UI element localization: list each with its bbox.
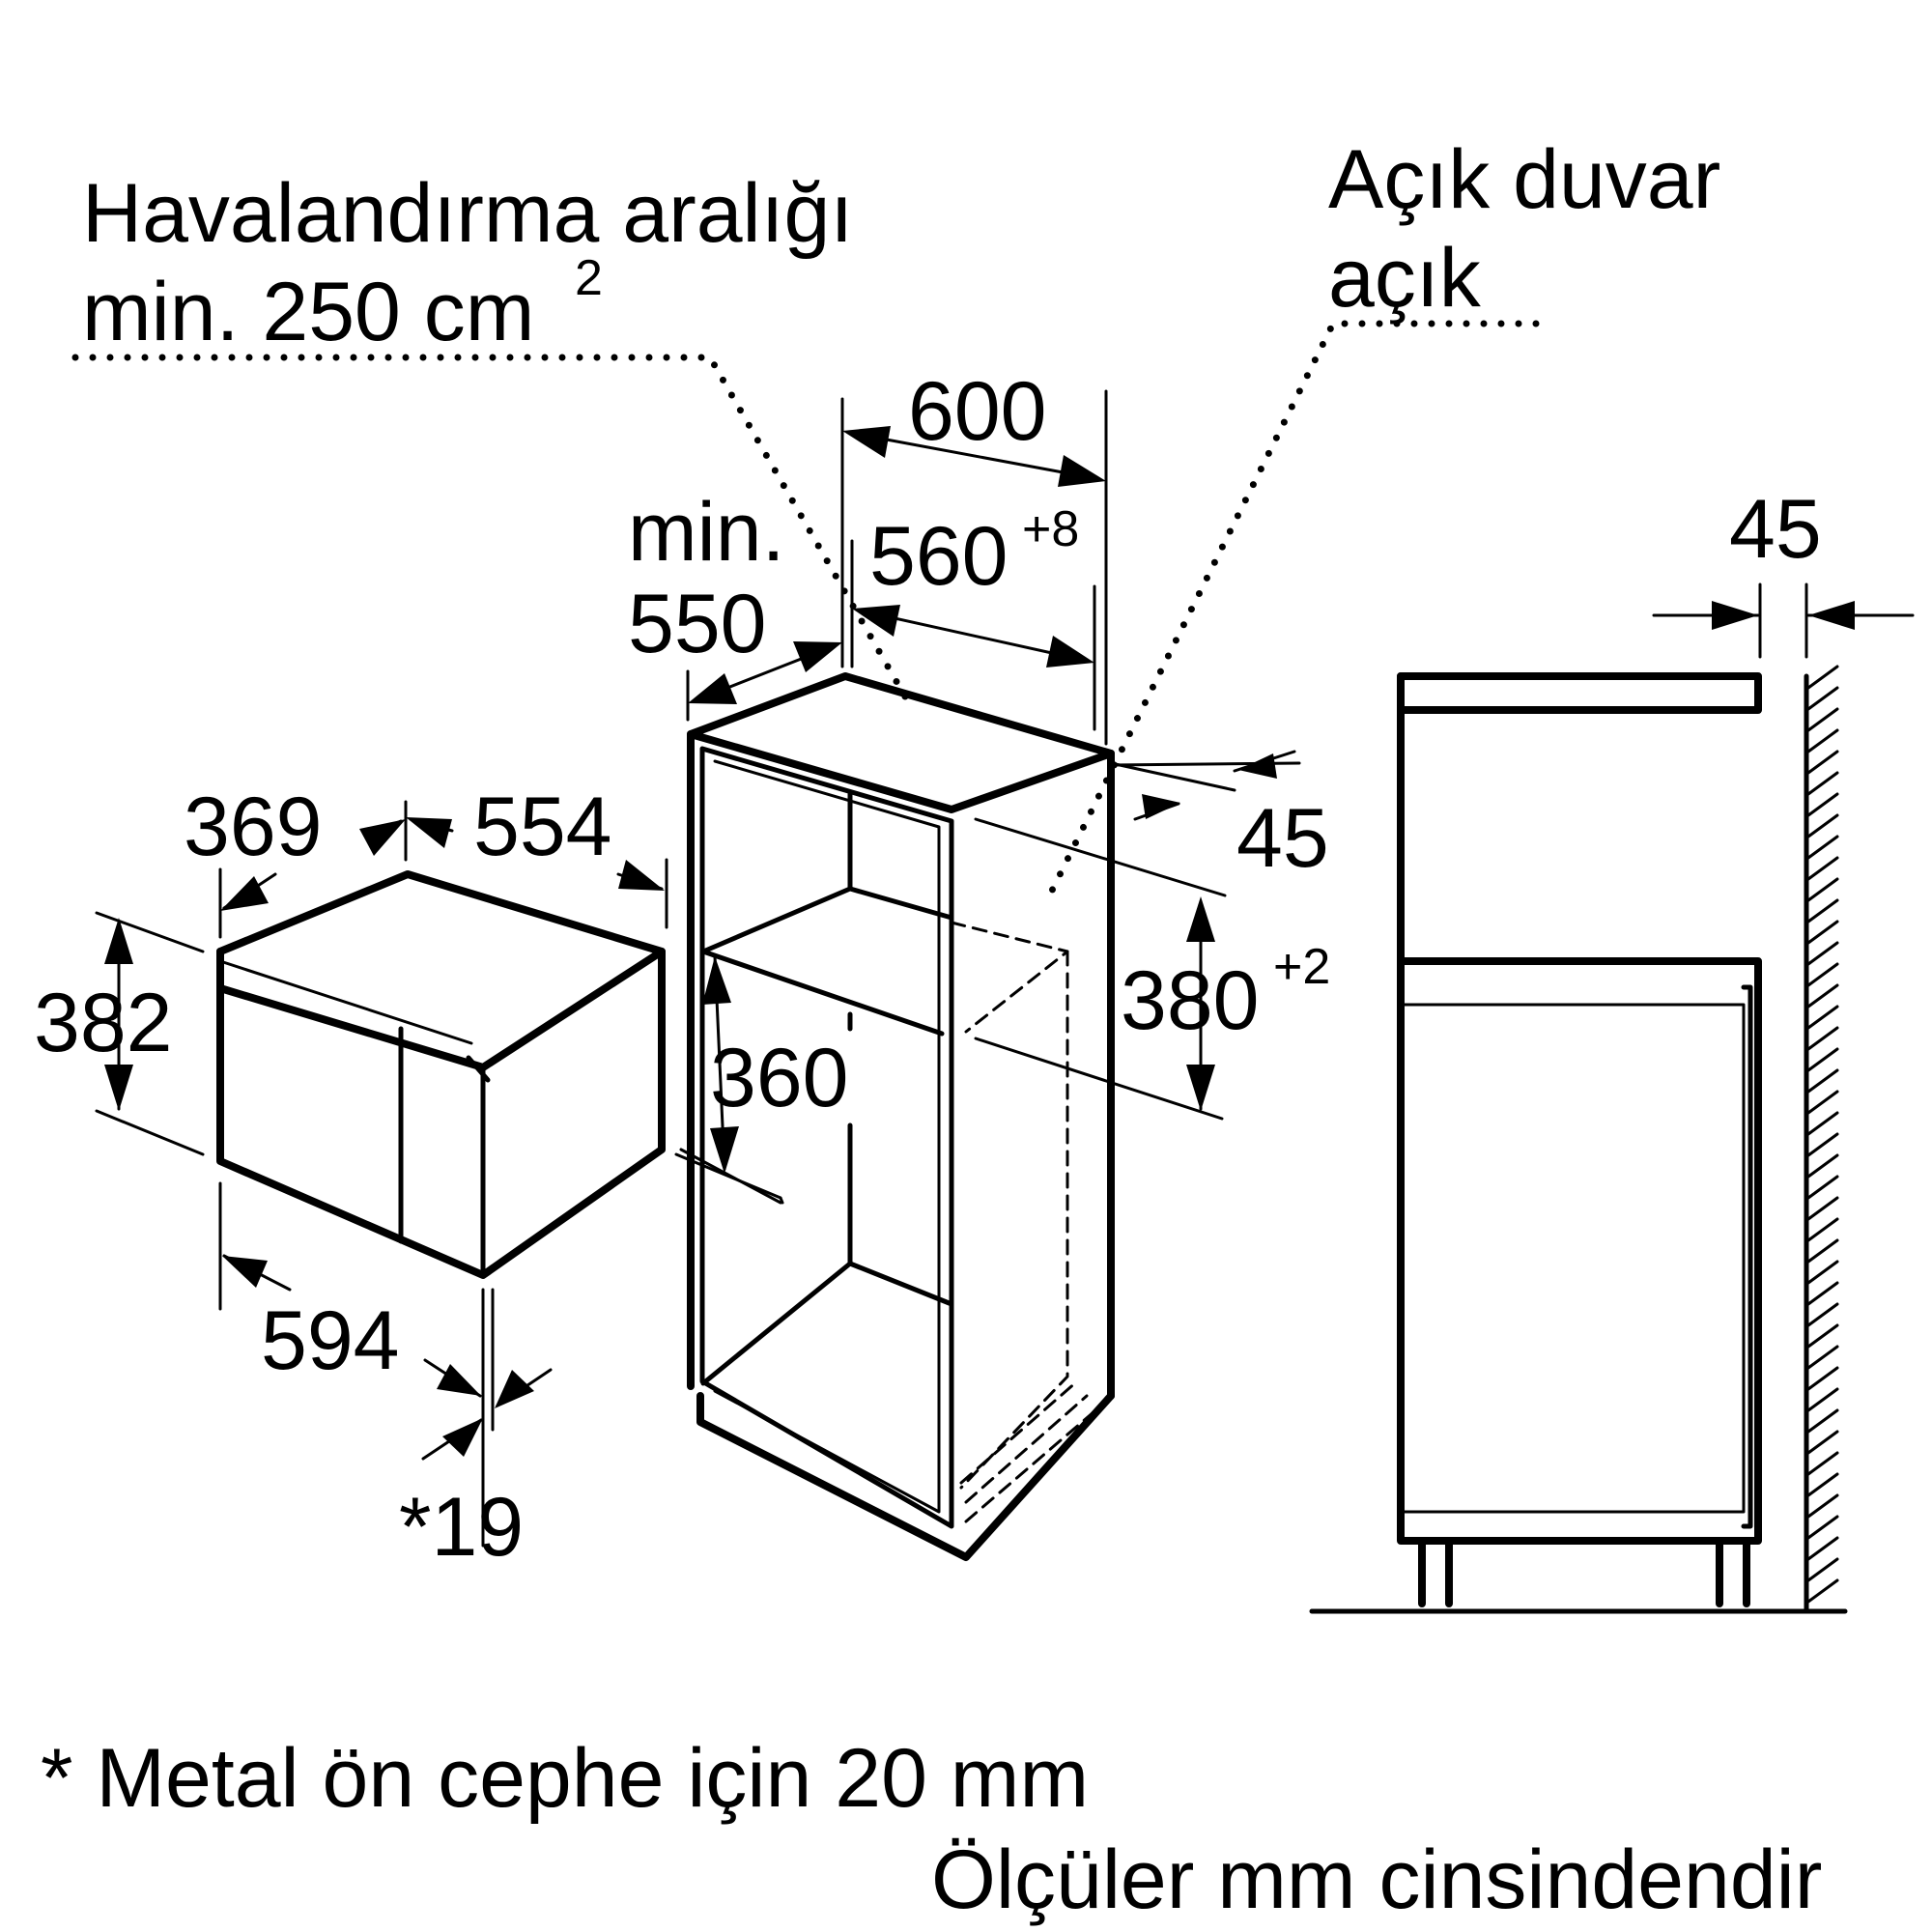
wall-hatch-line — [1806, 1557, 1839, 1582]
ventilation-label-line2: min. 250 cm — [82, 266, 534, 358]
dimension-lines — [95, 389, 1915, 1548]
appliance-width-594-label: 594 — [261, 1294, 400, 1387]
wall-hatch-line — [1806, 728, 1839, 753]
wall-hatch-line — [1806, 792, 1839, 817]
appliance-width-554-label: 554 — [473, 781, 612, 873]
appliance-height-382-label: 382 — [34, 977, 173, 1069]
wall-hatch-line — [1806, 750, 1839, 775]
wall-hatch-line — [1806, 1005, 1839, 1030]
top-clearance-45-label: 45 — [1236, 792, 1329, 885]
metal-front-footnote: * Metal ön cephe için 20 mm — [41, 1732, 1089, 1825]
inner-height-360-label: 360 — [710, 1032, 849, 1124]
front-thickness-19-label: *19 — [399, 1481, 524, 1574]
wall-hatch-line — [1806, 1132, 1839, 1157]
units-footnote: Ölçüler mm cinsindendir — [931, 1833, 1822, 1926]
niche-depth-550-label: 550 — [628, 578, 767, 670]
wall-hatch-line — [1806, 1493, 1839, 1519]
ventilation-label-line1: Havalandırma aralığı — [82, 167, 853, 260]
wall-hatch-line — [1806, 1387, 1839, 1412]
wall-hatch-line — [1806, 1430, 1839, 1455]
wall-hatch-line — [1806, 835, 1839, 860]
open-wall-dotted-leader — [1044, 320, 1540, 902]
ventilation-label-sup: 2 — [575, 250, 603, 306]
open-wall-label-line1: Açık duvar — [1328, 133, 1720, 226]
niche-width-600-label: 600 — [908, 365, 1047, 458]
wall-hatch-line — [1806, 1196, 1839, 1221]
wall-hatch-line — [1806, 1281, 1839, 1306]
wall-hatch-line — [1806, 1451, 1839, 1476]
niche-width-560-tolerance: +8 — [1022, 501, 1079, 557]
appliance-drawing — [216, 870, 666, 1279]
wall-hatch-line — [1806, 1111, 1839, 1136]
wall-hatch-line — [1806, 1238, 1839, 1264]
wall-hatch-line — [1806, 707, 1839, 732]
niche-cabinet-drawing — [687, 672, 1115, 1561]
wall-hatch-line — [1806, 1090, 1839, 1115]
wall-hatch-line — [1806, 856, 1839, 881]
open-wall-label-line2: açık — [1328, 232, 1482, 325]
wall-hatch-line — [1806, 877, 1839, 902]
wall-hatch-line — [1806, 1536, 1839, 1561]
wall-hatch-line — [1806, 1068, 1839, 1094]
wall-hatch-line — [1806, 1472, 1839, 1497]
wall-hatch-line — [1806, 813, 1839, 838]
niche-width-560-label: 560 — [869, 510, 1009, 603]
wall-hatch — [1806, 665, 1839, 1604]
wall-hatch-line — [1806, 983, 1839, 1009]
wall-hatch-line — [1806, 898, 1839, 923]
wall-hatch-line — [1806, 1578, 1839, 1604]
wall-hatch-line — [1806, 1153, 1839, 1179]
side-view-drawing — [1309, 672, 1848, 1614]
wall-hatch-line — [1806, 665, 1839, 690]
wall-hatch-line — [1806, 1515, 1839, 1540]
wall-hatch-line — [1806, 920, 1839, 945]
niche-height-380-tolerance: +2 — [1273, 939, 1330, 995]
side-clearance-45-label: 45 — [1729, 483, 1822, 576]
wall-hatch-line — [1806, 686, 1839, 711]
min-label: min. — [628, 486, 784, 579]
wall-hatch-line — [1806, 1366, 1839, 1391]
wall-hatch-line — [1806, 1302, 1839, 1327]
appliance-depth-369-label: 369 — [184, 781, 323, 873]
ventilation-dotted-leader — [71, 354, 917, 714]
wall-hatch-line — [1806, 1217, 1839, 1242]
wall-hatch-line — [1806, 1260, 1839, 1285]
wall-hatch-line — [1806, 1026, 1839, 1051]
wall-hatch-line — [1806, 1323, 1839, 1349]
wall-hatch-line — [1806, 941, 1839, 966]
wall-hatch-line — [1806, 1047, 1839, 1072]
wall-hatch-line — [1806, 1175, 1839, 1200]
niche-height-380-label: 380 — [1121, 954, 1260, 1047]
wall-hatch-line — [1806, 962, 1839, 987]
wall-hatch-line — [1806, 771, 1839, 796]
wall-hatch-line — [1806, 1408, 1839, 1434]
wall-hatch-line — [1806, 1345, 1839, 1370]
